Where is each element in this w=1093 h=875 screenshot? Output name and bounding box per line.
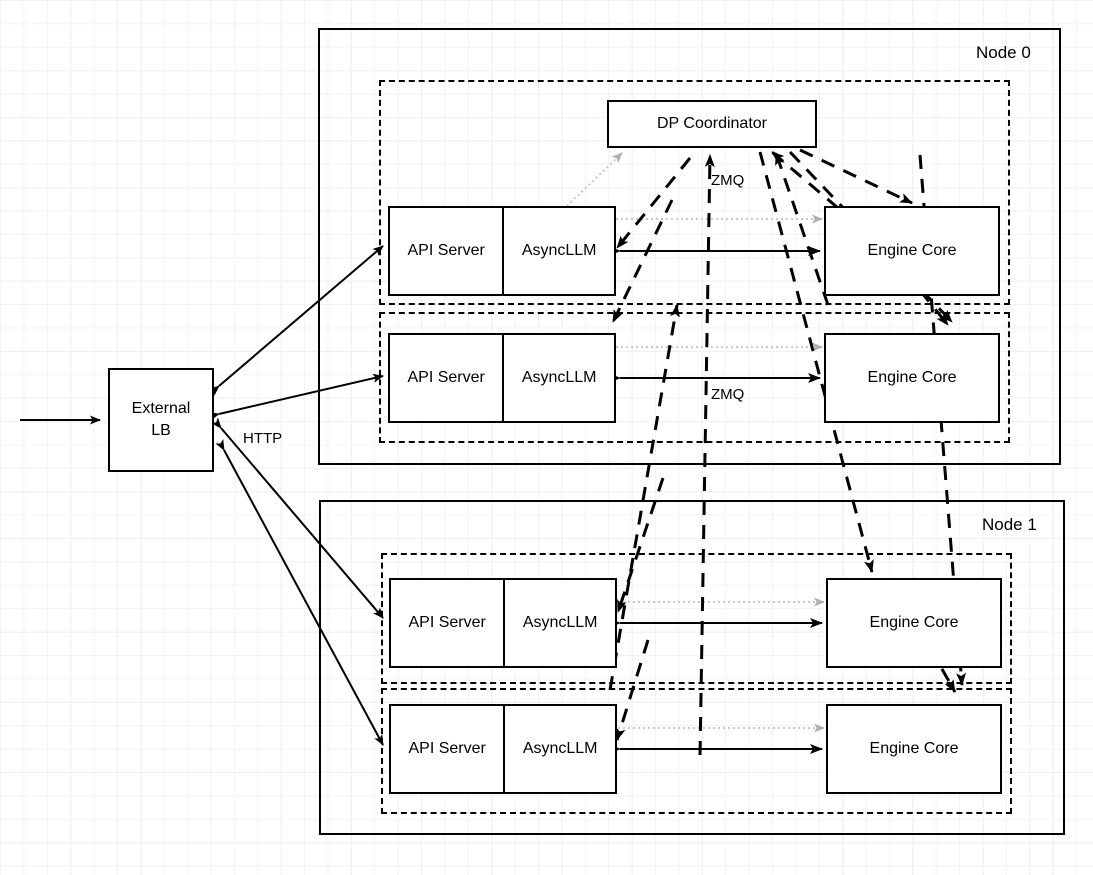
edge-coordinator-enginecore-n1g0 bbox=[698, 151, 874, 756]
external-lb-label-line2: LB bbox=[151, 422, 171, 439]
edge-coordinator-asyncllm-n1g1 bbox=[615, 639, 650, 741]
engine-core-label-n0g1: Engine Core bbox=[867, 369, 957, 386]
node-1-label: Node 1 bbox=[982, 515, 1037, 534]
node-0-label: Node 0 bbox=[976, 43, 1031, 62]
engine-core-label-n1g1: Engine Core bbox=[869, 740, 959, 757]
node-1-group-0 bbox=[381, 553, 1012, 684]
engine-core-n0g1[interactable]: Engine Core bbox=[824, 333, 1000, 423]
edge-lb-to-node0-group1 bbox=[208, 373, 384, 421]
api-server-label-n1g1: API Server bbox=[391, 706, 506, 792]
api-server-asyncllm-n1g1[interactable]: API Server AsyncLLM bbox=[389, 704, 617, 794]
node-0-group-1 bbox=[379, 312, 1010, 443]
engine-core-n0g0[interactable]: Engine Core bbox=[824, 206, 1000, 296]
dp-coordinator-label: DP Coordinator bbox=[657, 115, 767, 132]
asyncllm-label-n0g0: AsyncLLM bbox=[521, 242, 597, 259]
engine-core-label-n0g0: Engine Core bbox=[867, 242, 957, 259]
external-lb-box[interactable]: External LB bbox=[108, 368, 214, 472]
api-server-asyncllm-n0g1[interactable]: API Server AsyncLLM bbox=[388, 333, 616, 423]
edge-lb-to-node0-group0 bbox=[208, 245, 384, 396]
http-label: HTTP bbox=[243, 430, 283, 447]
edge-lb-to-node1-group1 bbox=[215, 439, 384, 746]
node-1-group-1 bbox=[381, 688, 1012, 814]
asyncllm-label-n0g1: AsyncLLM bbox=[521, 369, 597, 386]
zmq-label-n0g1: ZMQ bbox=[711, 386, 745, 403]
engine-core-n1g0[interactable]: Engine Core bbox=[826, 578, 1002, 668]
api-server-label-n0g1: API Server bbox=[390, 335, 505, 421]
engine-core-n1g1[interactable]: Engine Core bbox=[826, 704, 1002, 794]
node-0-container bbox=[318, 28, 1061, 465]
zmq-label-n0g0: ZMQ bbox=[711, 172, 745, 189]
asyncllm-label-n1g0: AsyncLLM bbox=[522, 614, 598, 631]
dp-coordinator-box[interactable]: DP Coordinator bbox=[607, 100, 817, 148]
api-server-asyncllm-n1g0[interactable]: API Server AsyncLLM bbox=[389, 578, 617, 668]
edge-coordinator-asyncllm-n0g0 bbox=[615, 157, 692, 249]
api-server-asyncllm-n0g0[interactable]: API Server AsyncLLM bbox=[388, 206, 616, 296]
asyncllm-label-n1g1: AsyncLLM bbox=[522, 740, 598, 757]
node-1-container bbox=[319, 500, 1065, 835]
external-lb-label-line1: External bbox=[131, 400, 191, 418]
api-server-label-n0g0: API Server bbox=[390, 208, 505, 294]
api-server-label-n1g0: API Server bbox=[391, 580, 506, 666]
engine-core-label-n1g0: Engine Core bbox=[869, 614, 959, 631]
node-0-group-0 bbox=[379, 80, 1010, 305]
